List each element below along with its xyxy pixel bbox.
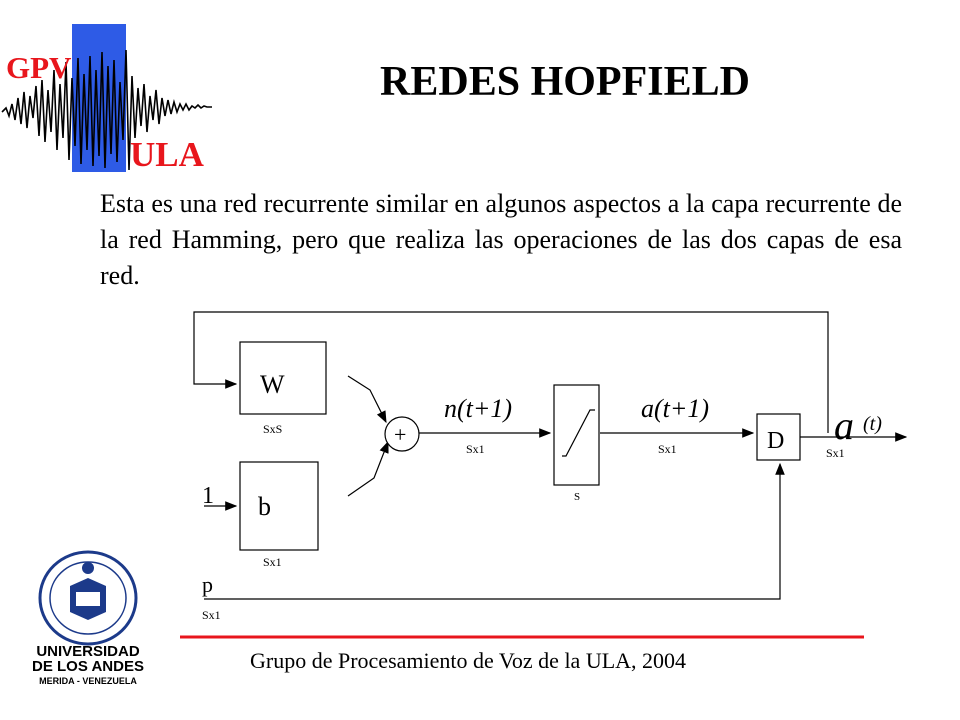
p-label: p [202, 572, 213, 597]
b-box [239, 461, 319, 551]
p-input-line [204, 462, 785, 600]
p-dim-label: Sx1 [202, 608, 221, 622]
a-output-arg: (t) [863, 413, 882, 435]
body-paragraph: Esta es una red recurrente similar en al… [100, 189, 902, 290]
summing-junction [384, 416, 420, 452]
b-to-sum-line [347, 440, 389, 497]
a-next-label: a(t+1) [641, 394, 709, 423]
W-dim-label: SxS [263, 422, 282, 436]
W-box [239, 341, 327, 415]
waveform-icon [1, 49, 212, 171]
page-title: REDES HOPFIELD [380, 59, 750, 105]
gpv-logo [1, 24, 212, 172]
university-name-line3: MERIDA - VENEZUELA [39, 676, 137, 686]
W-to-sum-line [347, 375, 387, 424]
transfer-dim-label: S [574, 491, 580, 503]
a-output-dim-label: Sx1 [826, 446, 845, 460]
feedback-line [193, 311, 829, 433]
university-name-line2: DE LOS ANDES [32, 658, 144, 675]
logo-gpv-text: GPV [6, 50, 72, 85]
footer-caption: Grupo de Procesamiento de Voz de la ULA,… [250, 648, 687, 673]
a-next-dim-label: Sx1 [658, 442, 677, 456]
D-label: D [767, 428, 784, 454]
sum-symbol: + [394, 422, 406, 447]
b-dim-label: Sx1 [263, 555, 282, 569]
n-dim-label: Sx1 [466, 442, 485, 456]
W-label: W [260, 370, 285, 399]
logo-ula-text: ULA [130, 135, 204, 174]
delay-box [756, 413, 801, 461]
university-crest-icon: UNIVERSIDAD DE LOS ANDES MERIDA - VENEZU… [32, 550, 144, 686]
n-label: n(t+1) [444, 394, 512, 423]
a-output-label: a [834, 403, 854, 448]
linear-saturating-function-icon [562, 409, 595, 457]
university-name-line1: UNIVERSIDAD [36, 643, 140, 660]
bias-input-label: 1 [202, 483, 214, 509]
b-label: b [258, 492, 271, 521]
